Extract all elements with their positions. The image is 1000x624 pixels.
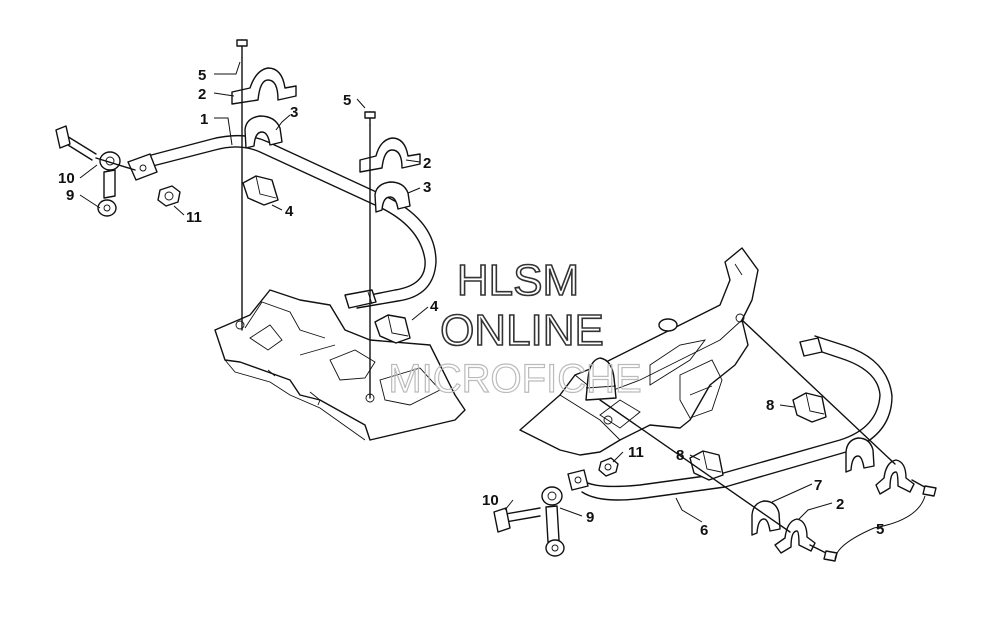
callouts-front: 5 2 1 3 4 5 2 3 4 10 9 11 (58, 67, 439, 315)
callout-6-rear: 6 (700, 522, 708, 539)
callout-3-front-left: 3 (290, 104, 298, 121)
callout-10-rear: 10 (482, 492, 499, 509)
callout-5-front-right: 5 (343, 92, 351, 109)
callout-8-rear-upper: 8 (766, 397, 774, 414)
callout-5-front-left: 5 (198, 67, 206, 84)
callout-4-front-left: 4 (285, 203, 294, 220)
callout-7-rear: 7 (814, 477, 822, 494)
front-bracket-right (374, 314, 411, 344)
rear-end-link (493, 486, 565, 557)
callout-11-front: 11 (186, 209, 202, 226)
callout-4-front-right: 4 (430, 298, 439, 315)
rear-shock-mount (585, 318, 678, 401)
rear-stabilizer-bar (567, 335, 893, 501)
front-bracket-left (242, 175, 279, 206)
callout-2-front-right: 2 (423, 155, 431, 172)
callout-2-front-left: 2 (198, 86, 206, 103)
front-end-link (55, 125, 136, 217)
front-stabilizer-bar (127, 134, 437, 309)
callout-9-rear: 9 (586, 509, 594, 526)
rear-brackets (689, 392, 827, 481)
front-clamp-left (231, 39, 297, 331)
watermark-line-1: HLSM (457, 256, 579, 305)
rear-nut (598, 457, 619, 477)
front-bushing-right (374, 181, 411, 213)
callout-1-front: 1 (200, 111, 208, 128)
callout-11-rear: 11 (628, 444, 644, 461)
callout-leaders (79, 61, 926, 561)
front-clamp-right (359, 111, 421, 399)
front-bushing-left (244, 115, 283, 149)
watermark-line-2: ONLINE (440, 306, 604, 355)
front-frame (214, 289, 466, 441)
callout-3-front-right: 3 (423, 179, 431, 196)
callout-9-front: 9 (66, 187, 74, 204)
callout-2-rear: 2 (836, 496, 844, 513)
callout-5-rear: 5 (876, 521, 884, 538)
rear-center-lines (599, 319, 896, 533)
front-nut (157, 185, 181, 207)
callout-8-rear-lower: 8 (676, 447, 684, 464)
callout-10-front: 10 (58, 170, 75, 187)
rear-clamps (774, 459, 937, 562)
watermark: HLSM ONLINE MICROFICHE (388, 255, 643, 401)
rear-bushings (751, 437, 875, 536)
watermark-line-3: MICROFICHE (388, 357, 641, 401)
callouts-rear: 11 10 9 6 8 8 7 2 5 (482, 397, 884, 539)
